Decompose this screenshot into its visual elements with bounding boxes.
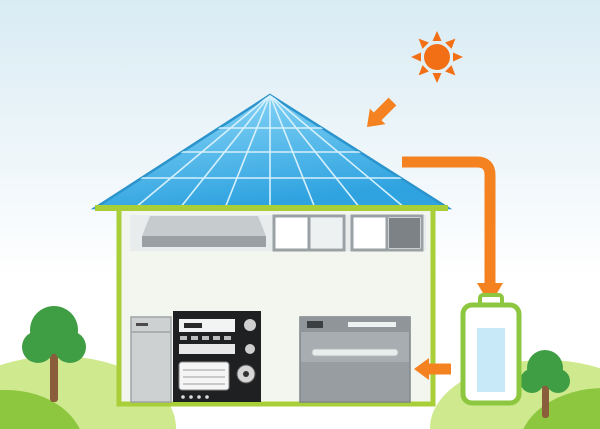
supply-arrow-shaft: [429, 363, 451, 375]
sun-ray: [432, 73, 442, 83]
roof-grid-line: [269, 95, 316, 208]
av-button: [180, 336, 187, 340]
sunlight-arrow-shaft: [373, 97, 397, 121]
av-display-bottom: [179, 344, 235, 354]
window-pane-dark: [389, 218, 420, 248]
sun-ray: [418, 38, 429, 49]
sun-ray: [453, 52, 463, 62]
refrigerator: [130, 316, 172, 403]
left-grass-mound: [0, 390, 80, 429]
supply-arrow-head: [414, 358, 429, 380]
battery-cell: [477, 328, 505, 392]
roof-grid-line: [269, 95, 406, 208]
av-display-segment: [184, 323, 202, 328]
dishwasher-lower-panel: [301, 362, 409, 401]
left-tree: [22, 306, 86, 402]
right-tree: [520, 350, 570, 418]
av-button: [224, 336, 231, 340]
sun-ray: [418, 65, 429, 76]
refrigerator-body: [130, 316, 172, 403]
av-small-button: [197, 395, 201, 399]
microwave-dial-center: [243, 371, 249, 377]
roof-grid-line: [134, 95, 271, 208]
sun-ray: [411, 52, 421, 62]
right-tree-trunk: [542, 378, 549, 418]
range-hood: [142, 216, 266, 247]
sun-ray: [445, 38, 456, 49]
av-knob: [245, 344, 255, 354]
av-small-button: [205, 395, 209, 399]
av-microwave-unit: [173, 311, 261, 402]
sunlight-arrow-head: [367, 108, 386, 127]
sun-ray: [445, 65, 456, 76]
roof-grid-line: [224, 95, 271, 208]
av-small-button: [181, 395, 185, 399]
range-hood-top: [142, 216, 266, 236]
battery-to-appliances-arrow-icon: [414, 358, 451, 380]
window-pane: [310, 218, 342, 248]
sunlight-arrow-icon: [367, 97, 397, 127]
av-button: [191, 336, 198, 340]
right-tree-canopy: [527, 350, 563, 386]
roof-grid-line: [269, 95, 361, 208]
sun-core: [424, 44, 450, 70]
dishwasher-vent-slot: [348, 322, 396, 327]
right-grass-mound: [523, 388, 600, 429]
energy-flow-line: [402, 156, 496, 285]
left-tree-trunk: [50, 345, 58, 402]
dishwasher: [299, 316, 411, 403]
av-button: [202, 336, 209, 340]
house: [116, 203, 436, 407]
dishwasher-display: [307, 321, 323, 328]
av-small-button: [189, 395, 193, 399]
upstairs-window-left: [272, 214, 346, 252]
sun-ray: [432, 31, 442, 41]
storage-battery-icon: [460, 293, 522, 406]
sun-rays: [411, 31, 463, 83]
av-display-top: [179, 319, 235, 332]
left-tree-canopy: [30, 306, 78, 354]
range-hood-front: [142, 236, 266, 247]
refrigerator-handle: [136, 323, 148, 326]
upstairs-window-right: [350, 214, 424, 252]
av-knob: [244, 319, 256, 331]
av-button: [213, 336, 220, 340]
roof-grid-line: [179, 95, 271, 208]
dishwasher-handle: [311, 348, 399, 357]
sun-icon: [411, 31, 463, 83]
